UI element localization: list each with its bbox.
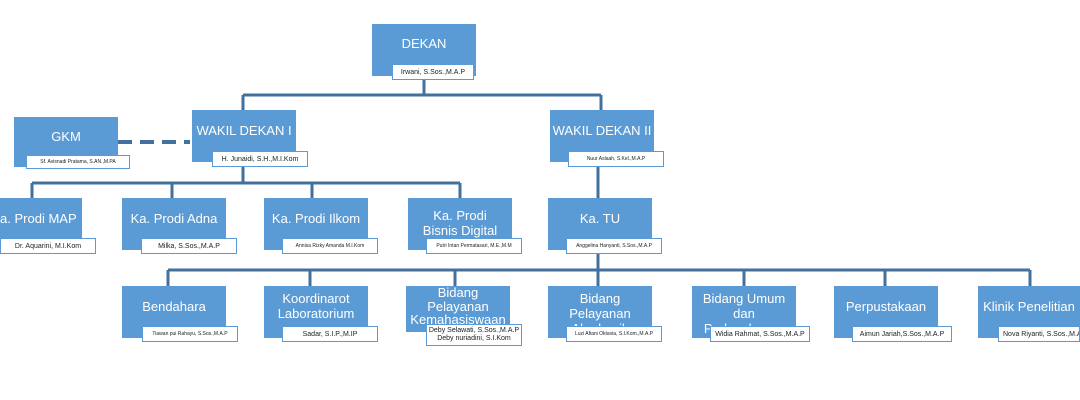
wakil-dekan-1-name: H. Junaidi, S.H.,M.I.Kom (212, 151, 308, 167)
kemahasiswaan-name-2: Deby nuriadini, S.I.Kom (437, 335, 511, 342)
prodi-adna-name: Milka, S.Sos.,M.A.P (141, 238, 237, 254)
wakil-dekan-2-name: Nuur Aslaah, S.Kel.,M.A.P (568, 151, 664, 167)
perpustakaan-name: Aimun Jariah,S.Sos.,M.A.P (852, 326, 952, 342)
kemahasiswaan-names: Deby Selawati, S.Sos.,M.A.P Deby nuriadi… (426, 324, 522, 346)
laboratorium-name: Sadar, S.I.P.,M.IP (282, 326, 378, 342)
dekan-name: Irwani, S.Sos.,M.A.P (392, 64, 474, 80)
prodi-ilkom-name: Annisa Rizky Amanda M.I.Kom (282, 238, 378, 254)
kemahasiswaan-name-1: Deby Selawati, S.Sos.,M.A.P (428, 326, 520, 334)
gkm-name: Sf. Avisnadi Pratama, S.AN.,M.PA (26, 155, 130, 169)
umum-perlengkapan-name: Widia Rahmat, S.Sos.,M.A.P (710, 326, 810, 342)
ka-tu-name: Anggelina Hanyanti, S.Sos.,M.A.P (566, 238, 662, 254)
akademik-name: Luzi Afiani Oktavia, S.I.Kom.,M.A.P (566, 326, 662, 342)
bendahara-name: Tiawan pui Rahayu, S.Sos.,M.A.P (142, 326, 238, 342)
kemahasiswaan-title: Bidang Pelayanan Kemahasiswaan dan Alumn… (406, 286, 510, 340)
klinik-penelitian-name: Nova Riyanti, S.Sos.,M.A.P (998, 326, 1080, 342)
prodi-map-name: Dr. Aquarini, M.I.Kom (0, 238, 96, 254)
prodi-bisnis-digital-name: Putri Intan Permatasari, M.E.,M.M (426, 238, 522, 254)
